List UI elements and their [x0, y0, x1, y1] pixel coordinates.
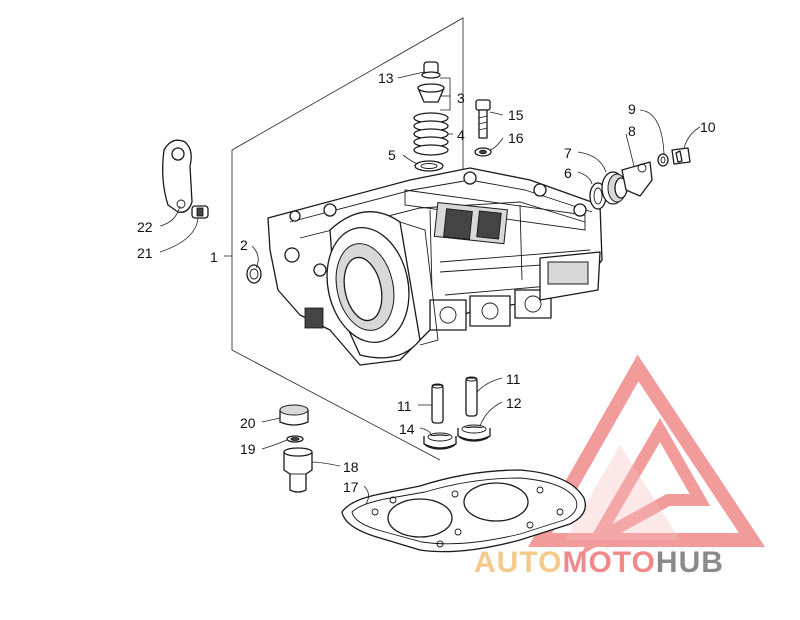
- head-gasket-part-17: [341, 469, 587, 553]
- cylinder-head: [267, 167, 603, 366]
- spring-part-4: [413, 112, 449, 156]
- callout-10: 10: [700, 119, 716, 135]
- callout-19: 19: [240, 441, 256, 457]
- callout-1: 1: [210, 249, 218, 265]
- callout-5: 5: [388, 147, 396, 163]
- seal-part-2: [246, 264, 262, 284]
- washer-part-5: [414, 160, 444, 172]
- valve-cap-part-13: [421, 61, 441, 79]
- washer-part-9: [657, 153, 669, 167]
- bracket-part-22: [162, 139, 193, 213]
- callout-13: 13: [378, 70, 394, 86]
- watermark-moto: MOTO: [562, 546, 655, 579]
- reference-frame: [231, 17, 464, 461]
- callout-6: 6: [564, 165, 572, 181]
- callout-11b: 11: [506, 371, 521, 387]
- callout-14: 14: [399, 421, 415, 437]
- bolt-part-10: [671, 147, 691, 165]
- callout-12: 12: [506, 395, 522, 411]
- watermark-logo: [527, 354, 766, 556]
- callout-4: 4: [457, 127, 465, 143]
- callout-11a: 11: [397, 398, 412, 414]
- bolt-part-15: [475, 99, 491, 139]
- watermark-text: AUTOMOTOHUB: [474, 546, 724, 579]
- callout-18: 18: [343, 459, 359, 475]
- cap-part-20: [279, 404, 309, 426]
- leader-lines: [159, 71, 701, 505]
- valve-guide-part-11a: [431, 383, 444, 424]
- callout-labels: 1 2 3 4 5 6 7 8 9 10 11 11 12 13 14 15 1…: [137, 70, 716, 495]
- tensioner-part-18: [283, 447, 313, 493]
- watermark-hub: HUB: [656, 546, 724, 579]
- callout-21: 21: [137, 245, 153, 261]
- callout-17: 17: [343, 479, 359, 495]
- callout-8: 8: [628, 123, 636, 139]
- seat-ring-part-12: [457, 424, 491, 442]
- clip-part-19: [286, 435, 304, 443]
- callout-15: 15: [508, 107, 524, 123]
- plate-part-8: [621, 161, 653, 197]
- callout-3: 3: [457, 90, 465, 106]
- seat-ring-part-14: [423, 432, 457, 450]
- callout-7: 7: [564, 145, 572, 161]
- callout-20: 20: [240, 415, 256, 431]
- retainer-part-3: [417, 83, 445, 103]
- head-port-flange: [326, 211, 439, 359]
- valve-guide-part-11b: [465, 376, 478, 417]
- washer-part-16: [474, 147, 492, 157]
- callout-16: 16: [508, 130, 524, 146]
- bolt-part-21: [191, 205, 209, 219]
- callout-22: 22: [137, 219, 153, 235]
- callout-2: 2: [240, 237, 248, 253]
- watermark-auto: AUTO: [474, 546, 562, 579]
- callout-9: 9: [628, 101, 636, 117]
